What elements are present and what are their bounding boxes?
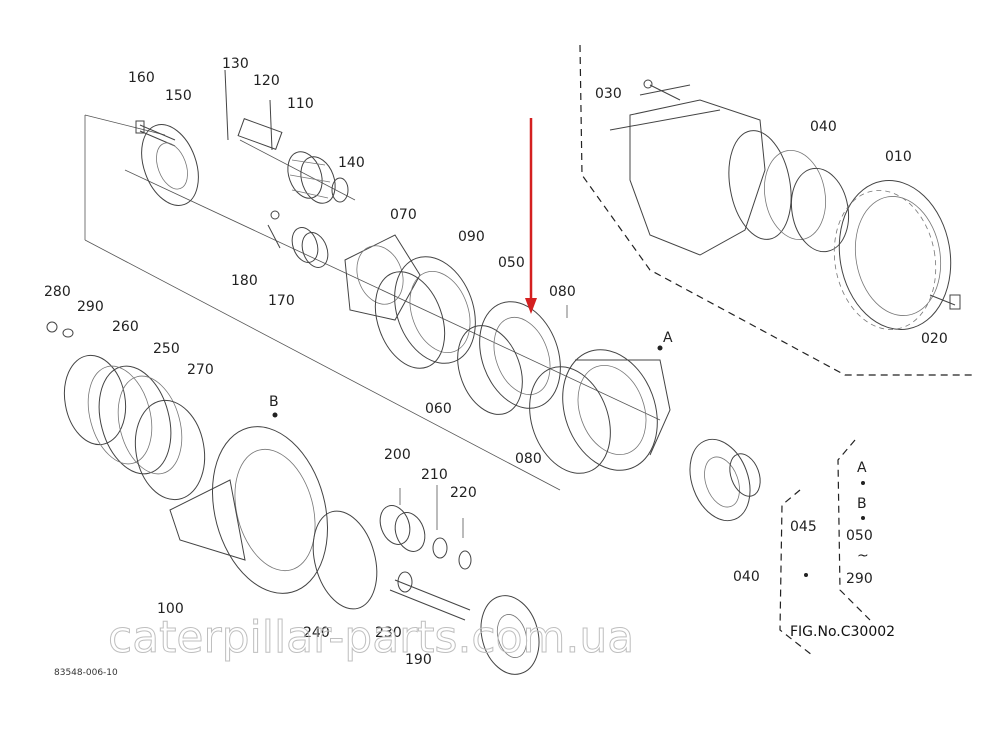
- label-170: 170: [268, 293, 295, 309]
- part-labels: 160 150 130 120 110 140 070 090 050 080 …: [44, 56, 948, 668]
- label-040-bottom: 040: [733, 569, 760, 585]
- legend-from: 050: [846, 528, 873, 544]
- legend-to: 290: [846, 571, 873, 587]
- flange-190: [480, 595, 540, 675]
- legend-b: B: [857, 496, 867, 512]
- label-010: 010: [885, 149, 912, 165]
- label-220: 220: [450, 485, 477, 501]
- label-110: 110: [287, 96, 314, 112]
- label-050: 050: [498, 255, 525, 271]
- legend: A B 050 ~ 290: [804, 460, 873, 587]
- bolt-160: [135, 120, 176, 147]
- watermark: caterpillar-parts.com.ua: [108, 612, 634, 663]
- label-040-top: 040: [810, 119, 837, 135]
- carrier-070: [344, 234, 421, 321]
- legend-tilde: ~: [857, 548, 869, 564]
- label-160: 160: [128, 70, 155, 86]
- brake-pack-250: [87, 365, 183, 475]
- label-090: 090: [458, 229, 485, 245]
- label-240: 240: [303, 625, 330, 641]
- motor-040: [609, 84, 850, 256]
- label-200: 200: [384, 447, 411, 463]
- disc-240: [312, 510, 378, 610]
- label-130: 130: [222, 56, 249, 72]
- label-290-left: 290: [77, 299, 104, 315]
- gear-110: [287, 151, 336, 204]
- ring-gear-090: [374, 256, 476, 369]
- gear-200: [379, 505, 426, 552]
- svg-text:B: B: [269, 394, 279, 410]
- dashed-boundaries: [579, 44, 975, 656]
- ref-marker-b: B: [269, 394, 279, 418]
- label-120: 120: [253, 73, 280, 89]
- label-100: 100: [157, 601, 184, 617]
- seal-270: [134, 399, 206, 501]
- label-070: 070: [390, 207, 417, 223]
- sprocket-010: [833, 180, 952, 330]
- motor-housing-100: [169, 426, 329, 594]
- bearing-210-220: [432, 537, 472, 570]
- drawing-code: 83548-006-10: [54, 668, 118, 678]
- label-030: 030: [595, 86, 622, 102]
- hub-050: [457, 301, 561, 415]
- label-150: 150: [165, 88, 192, 104]
- svg-text:A: A: [663, 330, 673, 346]
- label-250: 250: [153, 341, 180, 357]
- label-230: 230: [375, 625, 402, 641]
- shaft-230: [389, 571, 471, 621]
- figure-number: FIG.No.C30002: [790, 624, 895, 640]
- axis-lines: [84, 114, 661, 491]
- seal-260: [63, 354, 127, 446]
- gear-170: [291, 227, 329, 268]
- shaft-120-130: [224, 69, 283, 151]
- label-080-top: 080: [549, 284, 576, 300]
- leader-lines: [399, 305, 568, 538]
- ref-marker-a: A: [657, 330, 673, 351]
- label-210: 210: [421, 467, 448, 483]
- cover-150: [141, 124, 199, 206]
- indicator-arrow: [525, 118, 537, 314]
- label-045: 045: [790, 519, 817, 535]
- bolt-030: [643, 79, 681, 101]
- label-280: 280: [44, 284, 71, 300]
- label-140: 140: [338, 155, 365, 171]
- legend-a: A: [857, 460, 867, 476]
- washer-140: [331, 177, 349, 203]
- label-260: 260: [112, 319, 139, 335]
- label-060: 060: [425, 401, 452, 417]
- label-080-bottom: 080: [515, 451, 542, 467]
- label-020: 020: [921, 331, 948, 347]
- label-190: 190: [405, 652, 432, 668]
- housing-080: [529, 349, 671, 474]
- bolt-020: [929, 294, 961, 310]
- sprocket-small: [689, 438, 761, 522]
- label-270: 270: [187, 362, 214, 378]
- label-180: 180: [231, 273, 258, 289]
- pin-180: [267, 210, 281, 249]
- plug-280-290: [46, 321, 74, 338]
